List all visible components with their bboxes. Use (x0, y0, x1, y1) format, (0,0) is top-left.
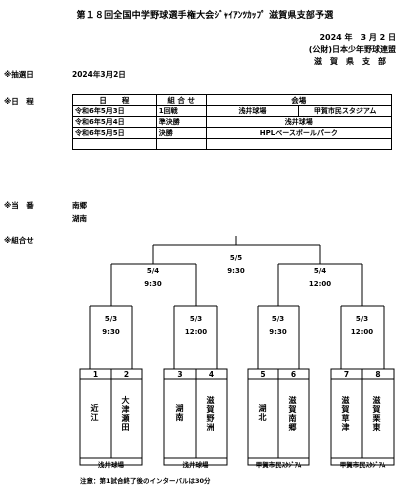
branch: 滋 賀 県 支 部 (314, 57, 386, 66)
r1-game-1-time: 9:30 (102, 328, 120, 336)
r1-game-3-time: 9:30 (269, 328, 287, 336)
team-7-number: 7 (343, 370, 350, 379)
r1-game-1-date: 5/3 (104, 315, 118, 323)
issue-date: 2024 年 3 月 2 日 (319, 33, 396, 42)
row-venue (205, 138, 393, 150)
team-5-name: 湖北 (258, 404, 267, 422)
team-2-name: 大津瀬田 (121, 396, 130, 432)
team-8-name: 滋賀栗東 (372, 396, 381, 432)
team-4-number: 4 (208, 370, 215, 379)
row-date (72, 138, 157, 150)
team-1-name: 近江 (90, 404, 99, 422)
schedule-table: 日 程 組 合 せ 会場 令和6年5月3日 1回戦 浅井球場 甲賀市民スタジアム… (72, 94, 393, 150)
venue-group-1: 浅井球場 (98, 461, 124, 469)
semi-1-date: 5/4 (146, 267, 160, 275)
semi-2-time: 12:00 (308, 280, 332, 288)
duty-team-1: 南郷 (72, 201, 87, 210)
venue-group-3: 甲賀市民ｽﾀｼﾞｱﾑ (255, 461, 302, 469)
final-date: 5/5 (229, 254, 243, 262)
organization: (公財)日本少年野球連盟 (308, 45, 396, 54)
interval-note: 注意：第1試合終了後のインターバルは30分 (80, 477, 211, 485)
r1-game-2-date: 5/3 (189, 315, 203, 323)
venue-group-4: 甲賀市民ｽﾀｼﾞｱﾑ (339, 461, 386, 469)
draw-date: 2024年3月2日 (72, 70, 126, 79)
table-row: 令和6年5月4日 準決勝 浅井球場 (72, 116, 393, 128)
duty-label: ※当 番 (4, 201, 34, 210)
team-3-name: 湖南 (175, 404, 184, 422)
table-row: 令和6年5月3日 1回戦 浅井球場 甲賀市民スタジアム (72, 105, 392, 117)
venue-group-2: 浅井球場 (182, 461, 209, 469)
table-row: 令和6年5月5日 決勝 HPLベースボールパーク (72, 127, 393, 139)
r1-game-2-time: 12:00 (184, 328, 208, 336)
team-5-number: 5 (260, 370, 266, 379)
r1-game-4-time: 12:00 (350, 328, 374, 336)
r1-game-3-date: 5/3 (271, 315, 285, 323)
team-6-name: 滋賀南郷 (288, 396, 297, 432)
final-time: 9:30 (227, 267, 245, 275)
bracket-label: ※組合せ (4, 236, 34, 245)
page-title: 第１８回全国中学野球選手権大会ｼﾞｬｲｱﾝﾂｶｯﾌﾟ 滋賀県支部予選 (76, 11, 334, 21)
r1-game-4-date: 5/3 (355, 315, 369, 323)
draw-label: ※抽選日 (4, 70, 34, 79)
team-8-number: 8 (375, 370, 381, 379)
team-3-number: 3 (177, 370, 183, 379)
team-4-name: 滋賀野洲 (206, 396, 215, 432)
duty-team-2: 湖南 (72, 214, 87, 223)
team-2-number: 2 (123, 370, 130, 379)
semi-1-time: 9:30 (144, 280, 162, 288)
semi-2-date: 5/4 (313, 267, 327, 275)
schedule-label: ※日 程 (4, 97, 34, 106)
team-6-number: 6 (290, 370, 297, 379)
team-1-number: 1 (92, 370, 99, 379)
table-row (72, 138, 393, 150)
team-7-name: 滋賀草津 (341, 396, 350, 432)
